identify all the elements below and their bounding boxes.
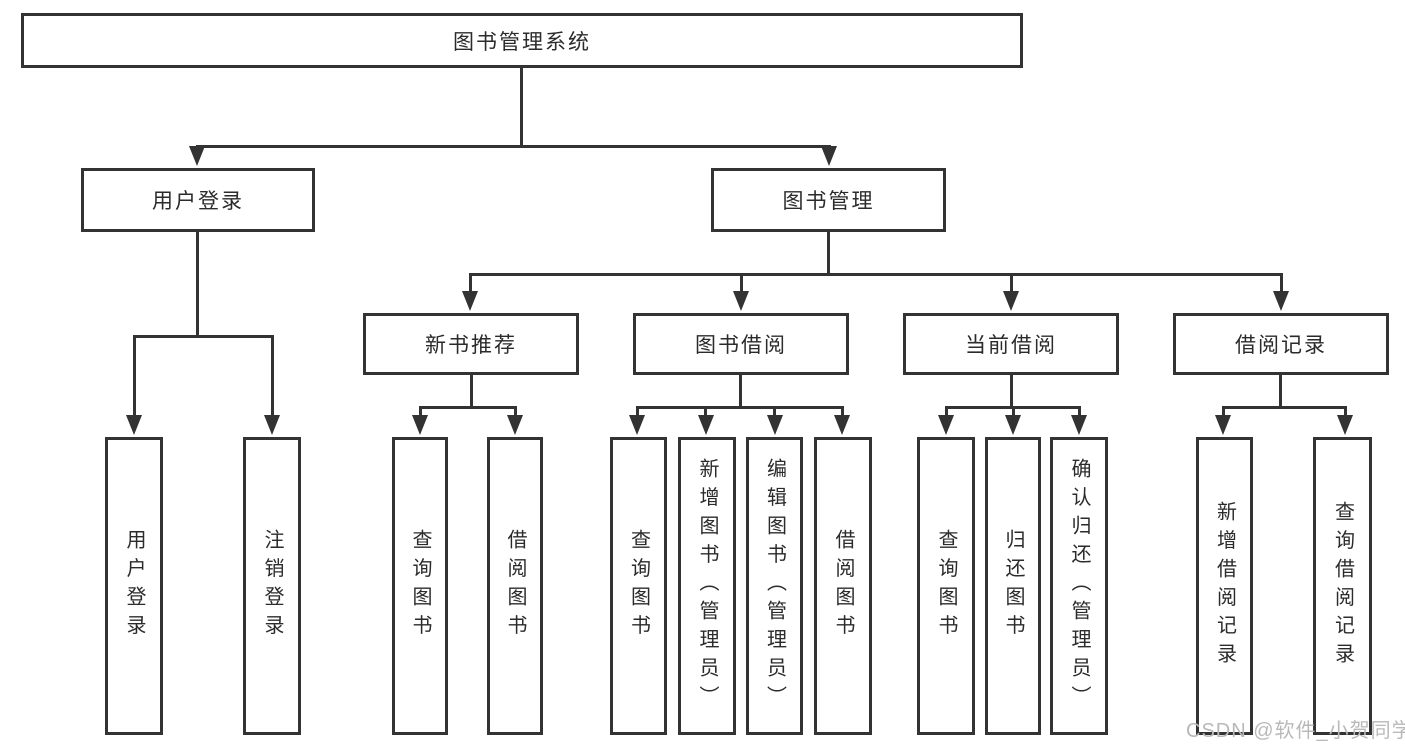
connector-line	[271, 335, 274, 420]
node-current-borrow: 当前借阅	[903, 313, 1119, 375]
connector-line	[1344, 406, 1347, 420]
arrowhead-down-icon	[264, 415, 280, 435]
leaf-logout: 注销登录	[243, 437, 301, 735]
leaf-add-borrow-record: 新增借阅记录	[1196, 437, 1253, 735]
connector-line	[739, 375, 742, 406]
leaf-borrow-books: 借阅图书	[814, 437, 872, 735]
connector-line	[419, 406, 517, 409]
connector-line	[133, 335, 136, 420]
leaf-query-books-current: 查询图书	[917, 437, 975, 735]
node-book-borrow: 图书借阅	[633, 313, 849, 375]
connector-line	[1280, 273, 1283, 296]
arrowhead-down-icon	[126, 415, 142, 435]
connector-line	[636, 406, 639, 420]
connector-line	[469, 273, 1283, 276]
connector-line	[1010, 273, 1013, 296]
arrowhead-down-icon	[412, 415, 428, 435]
connector-line	[841, 406, 844, 420]
leaf-query-books-recommend: 查询图书	[392, 437, 448, 735]
arrowhead-down-icon	[821, 146, 837, 166]
arrowhead-down-icon	[189, 146, 205, 166]
node-user-login: 用户登录	[81, 168, 315, 232]
connector-line	[470, 375, 473, 406]
connector-line	[636, 406, 844, 409]
connector-line	[773, 406, 776, 420]
node-borrow-records: 借阅记录	[1173, 313, 1389, 375]
connector-line	[827, 232, 830, 273]
arrowhead-down-icon	[1337, 415, 1353, 435]
arrowhead-down-icon	[1215, 415, 1231, 435]
arrowhead-down-icon	[462, 291, 478, 311]
node-library-management-system: 图书管理系统	[21, 13, 1023, 68]
connector-line	[196, 145, 831, 148]
leaf-borrow-books-recommend: 借阅图书	[487, 437, 543, 735]
node-book-management: 图书管理	[711, 168, 946, 232]
arrowhead-down-icon	[698, 415, 714, 435]
connector-line	[740, 273, 743, 296]
leaf-add-books-admin: 新增图书（管理员）	[678, 437, 736, 735]
leaf-query-borrow-record: 查询借阅记录	[1313, 437, 1372, 735]
arrowhead-down-icon	[1071, 415, 1087, 435]
node-new-book-recommend: 新书推荐	[363, 313, 579, 375]
connector-line	[1222, 406, 1225, 420]
csdn-watermark: CSDN @软件_小贺同学	[1186, 720, 1405, 742]
leaf-confirm-return-admin: 确认归还（管理员）	[1050, 437, 1108, 735]
connector-line	[1279, 375, 1282, 406]
connector-line	[1078, 406, 1081, 420]
arrowhead-down-icon	[938, 415, 954, 435]
leaf-query-books-borrow: 查询图书	[610, 437, 667, 735]
arrowhead-down-icon	[629, 415, 645, 435]
connector-line	[1010, 375, 1013, 406]
arrowhead-down-icon	[507, 415, 523, 435]
leaf-edit-books-admin: 编辑图书（管理员）	[746, 437, 803, 735]
leaf-user-login: 用户登录	[105, 437, 163, 735]
connector-line	[1012, 406, 1015, 420]
arrowhead-down-icon	[1005, 415, 1021, 435]
connector-line	[196, 232, 199, 335]
connector-line	[704, 406, 707, 420]
connector-line	[514, 406, 517, 420]
connector-line	[133, 335, 274, 338]
connector-line	[1222, 406, 1347, 409]
connector-line	[945, 406, 948, 420]
arrowhead-down-icon	[733, 291, 749, 311]
connector-line	[469, 273, 472, 296]
arrowhead-down-icon	[767, 415, 783, 435]
arrowhead-down-icon	[1273, 291, 1289, 311]
arrowhead-down-icon	[834, 415, 850, 435]
connector-line	[419, 406, 422, 420]
leaf-return-books: 归还图书	[985, 437, 1041, 735]
arrowhead-down-icon	[1003, 291, 1019, 311]
connector-line	[520, 68, 523, 145]
